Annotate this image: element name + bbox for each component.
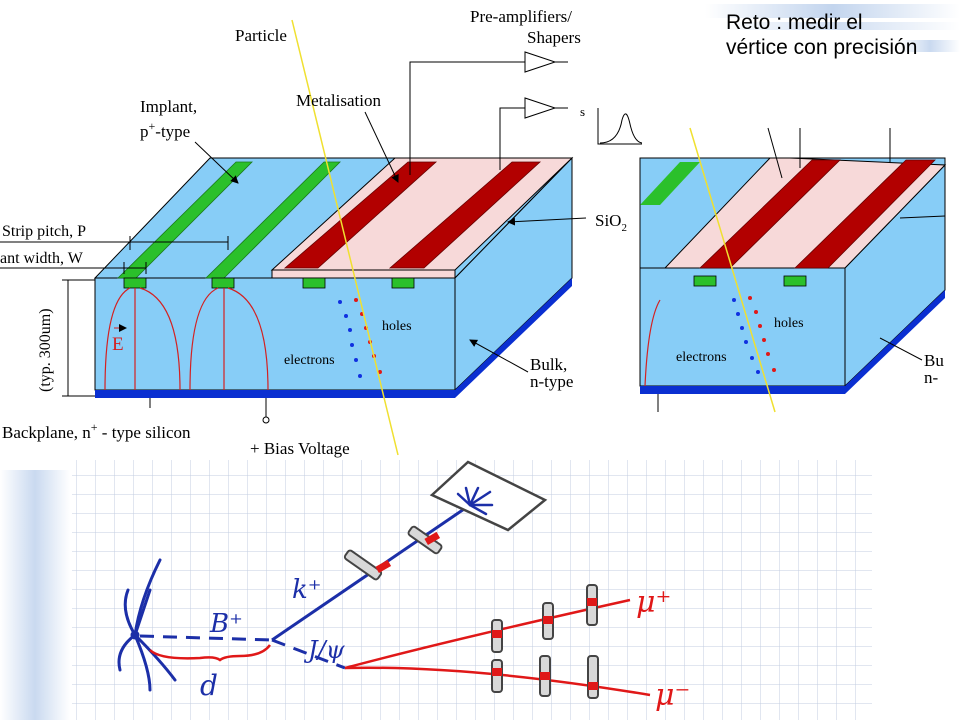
label-jpsi: J/ψ: [303, 636, 346, 664]
readout-wires: [409, 61, 568, 175]
label-implant-2: p+-type: [140, 119, 190, 141]
label-strip-pitch: Strip pitch, P: [2, 223, 86, 240]
muplus-track: [344, 598, 631, 670]
label-bulk-2: n-type: [530, 372, 573, 391]
silicon-strip-detector-diagram: Particle Pre-amplifiers/ Shapers s Metal…: [0, 7, 643, 458]
label-signal: s: [580, 104, 585, 119]
label-decay-length: d: [200, 669, 218, 702]
preamp-2: [524, 97, 557, 119]
muminus-track: [344, 666, 651, 697]
decay-length-brace: [149, 644, 272, 662]
label-particle: Particle: [235, 26, 287, 45]
label-muminus: μ⁻: [655, 678, 690, 713]
label-efield: E: [112, 334, 124, 355]
label-electrons: electrons: [284, 353, 335, 368]
zoom-label-bulk: Bu: [924, 351, 944, 370]
label-metalisation: Metalisation: [296, 91, 381, 110]
label-sio2: SiO2: [595, 211, 627, 234]
jpsi-flight: [271, 638, 346, 670]
implant-cross-4: [391, 277, 415, 289]
calorimeter: [429, 460, 548, 532]
label-preamps-1: Pre-amplifiers/: [470, 7, 572, 26]
label-backplane: Backplane, n+ - type silicon: [2, 420, 191, 442]
label-bplus: B⁺: [209, 609, 243, 639]
label-muplus: μ⁺: [636, 585, 671, 620]
kaon-stations: [343, 525, 443, 581]
backplane-front: [95, 390, 455, 398]
particle-track: [291, 19, 399, 456]
detector-front-face: [94, 277, 456, 391]
label-implant-1: Implant,: [140, 97, 197, 116]
implant-cross-2: [211, 277, 235, 289]
decorative-ribbon-left: [0, 470, 70, 720]
implant-cross-1: [123, 277, 147, 289]
decorative-ribbon-top: [705, 4, 960, 52]
shaped-signal-plot: [597, 108, 643, 145]
zoom-label-ntype: n-: [924, 368, 939, 387]
holes-dots: [354, 298, 382, 374]
label-leaders: [0, 111, 587, 424]
preamp-1: [524, 51, 557, 73]
challenge-callout: Reto : medir el vértice con precisión: [726, 11, 918, 59]
label-holes: holes: [382, 319, 412, 334]
zoom-label-holes: holes: [774, 316, 804, 331]
sio2-layer-edge: [271, 269, 456, 279]
label-bias-voltage: + Bias Voltage: [250, 439, 350, 458]
muon-hits: [492, 598, 598, 690]
backplane-side: [455, 278, 572, 398]
label-kplus: k⁺: [292, 575, 321, 605]
primary-vertex: [117, 558, 177, 692]
label-bulk-1: Bulk,: [530, 355, 567, 374]
label-thickness: (typ. 300um): [37, 308, 54, 392]
detector-zoom-diagram: holes electrons Bu n-: [639, 127, 947, 413]
electrons-dots: [338, 300, 362, 378]
decay-sketch: B⁺ k⁺ J/ψ μ⁺ μ⁻ d: [72, 460, 872, 720]
implant-cross-3: [302, 277, 326, 289]
label-implant-width: ant width, W: [0, 250, 84, 267]
label-preamps-2: Shapers: [527, 28, 581, 47]
field-lines: [104, 287, 269, 391]
kaon-shower: [456, 486, 494, 516]
zoom-label-electrons: electrons: [676, 350, 727, 365]
